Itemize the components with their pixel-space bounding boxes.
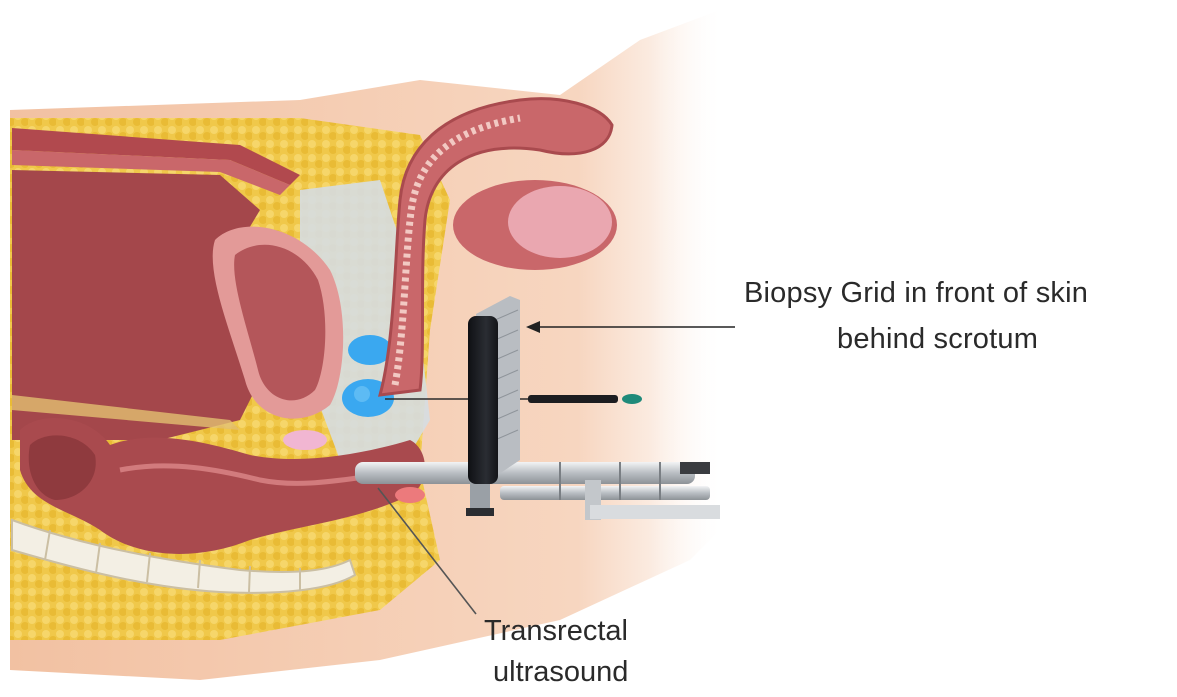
- biopsy-grid-label-line1: Biopsy Grid in front of skin: [744, 276, 1088, 311]
- biopsy-needle: [528, 395, 618, 403]
- anal-sphincter: [395, 487, 425, 503]
- transrectal-label-line1: Transrectal: [484, 614, 628, 649]
- transrectal-label-line2: ultrasound: [493, 655, 628, 690]
- skin-fade: [650, 0, 740, 692]
- biopsy-grid: [468, 296, 520, 484]
- biopsy-grid-label-line2: behind scrotum: [837, 322, 1038, 357]
- testis: [508, 186, 612, 258]
- seminal-vesicle-upper: [348, 335, 392, 365]
- needle-tip-marker: [622, 394, 642, 404]
- small-gland: [283, 430, 327, 450]
